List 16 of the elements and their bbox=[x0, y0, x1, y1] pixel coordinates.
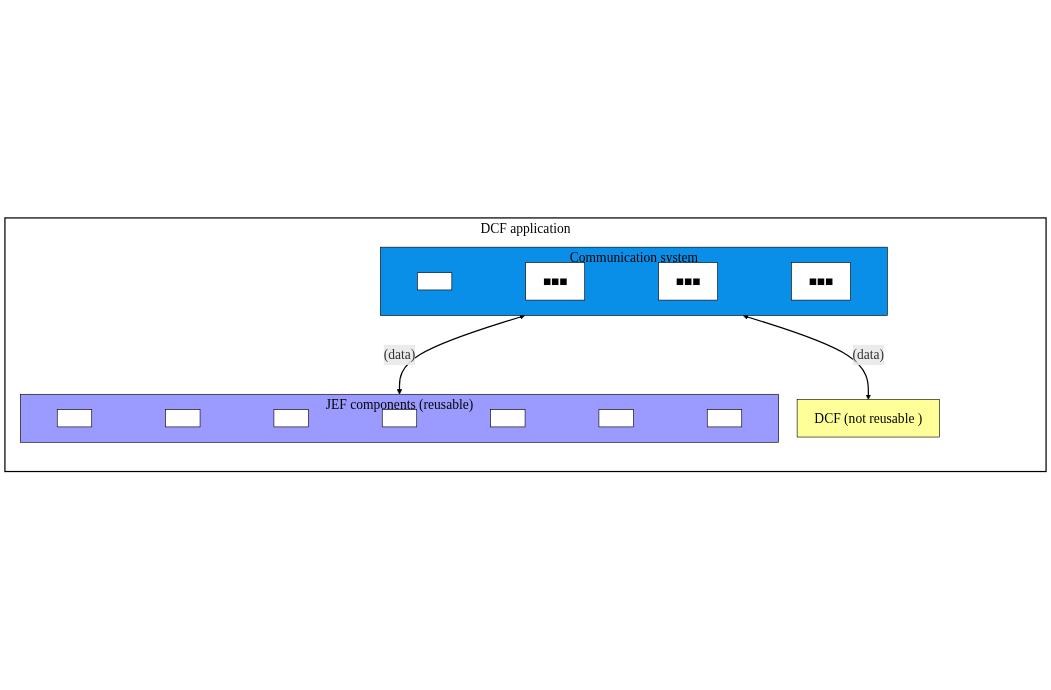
node-box: ■■■ bbox=[525, 262, 585, 301]
node-box: ■■■ bbox=[658, 262, 718, 301]
node-box bbox=[165, 409, 201, 428]
node-box bbox=[417, 272, 453, 291]
edge-label: (data) bbox=[852, 347, 885, 363]
node-box bbox=[273, 409, 309, 428]
node-box bbox=[490, 409, 526, 428]
node-box: DCF (not reusable ) bbox=[796, 399, 940, 438]
arrow bbox=[742, 314, 872, 400]
arrow bbox=[396, 314, 526, 395]
edge-label: (data) bbox=[383, 347, 416, 363]
node-box bbox=[706, 409, 743, 428]
cluster: JEF components (reusable) bbox=[20, 394, 779, 443]
node-box: ■■■ bbox=[791, 262, 851, 301]
node-box bbox=[56, 409, 93, 428]
node-box bbox=[598, 409, 634, 428]
